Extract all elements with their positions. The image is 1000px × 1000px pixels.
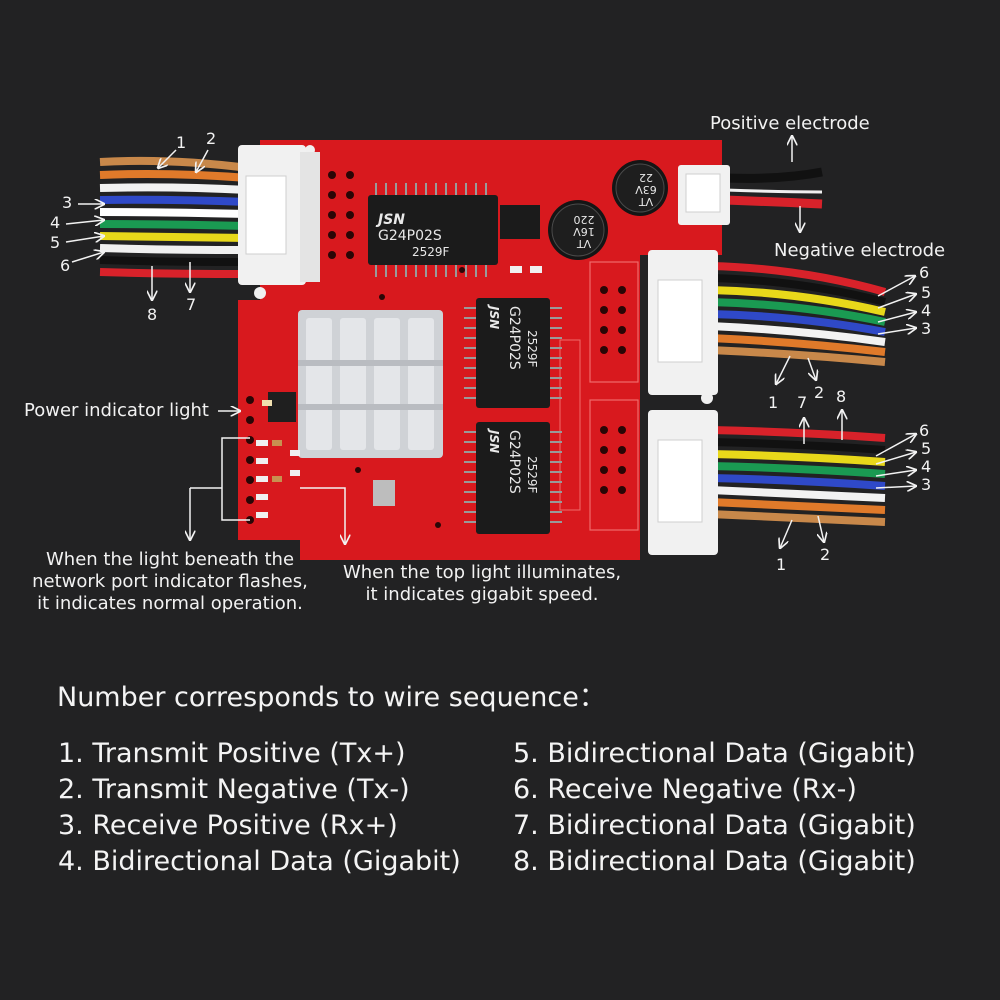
- small-components: [256, 205, 542, 518]
- board-illustration: JSN G24P02S 2529F JSN G24P02S 2529F JSN …: [65, 0, 1000, 560]
- wire-number: 4: [921, 457, 932, 476]
- heatsink: [298, 310, 443, 458]
- capacitor-small: [612, 160, 668, 216]
- legend-right-column: 5. Bidirectional Data (Gigabit) 6. Recei…: [513, 736, 916, 880]
- svg-text:22: 22: [639, 171, 653, 184]
- wire-number: 5: [50, 233, 61, 252]
- legend-item: 5. Bidirectional Data (Gigabit): [513, 738, 916, 769]
- wire-number: 3: [921, 319, 932, 338]
- chip-top: [368, 183, 498, 277]
- wire-number: 6: [919, 421, 930, 440]
- right-bottom-wire-bundle: [709, 426, 886, 526]
- chip-model: G24P02S: [378, 228, 442, 244]
- svg-text:16V: 16V: [573, 225, 595, 238]
- wire-number: 8: [147, 305, 158, 324]
- wire-number: 1: [768, 393, 779, 412]
- chip-brand: JSN: [487, 304, 501, 329]
- legend-item: 2. Transmit Negative (Tx-): [58, 774, 410, 805]
- left-wire-bundle: [99, 156, 249, 278]
- wire-number: 5: [921, 283, 932, 302]
- legend-item: 1. Transmit Positive (Tx+): [58, 738, 406, 769]
- legend-item: 7. Bidirectional Data (Gigabit): [513, 810, 916, 841]
- wire-number: 1: [176, 133, 187, 152]
- chip-middle: [464, 298, 562, 408]
- legend-left-column: 1. Transmit Positive (Tx+) 2. Transmit N…: [58, 736, 461, 880]
- annotation-arrows: [65, 136, 916, 548]
- wire-number: 3: [62, 193, 73, 212]
- chip-bottom-marking: JSN G24P02S 2529F: [487, 428, 539, 494]
- wire-number: 1: [776, 555, 787, 574]
- capacitor-large-marking: 220 16V VT: [573, 213, 595, 250]
- svg-text:63V: 63V: [635, 183, 657, 196]
- right-top-wire-bundle: [709, 262, 887, 366]
- wire-number: 8: [836, 387, 847, 406]
- power-indicator-label: Power indicator light: [24, 400, 209, 421]
- wire-number: 6: [60, 256, 71, 275]
- wire-number: 5: [921, 439, 932, 458]
- chip-code: 2529F: [525, 330, 539, 368]
- right-top-connector: [648, 250, 718, 395]
- legend-item: 4. Bidirectional Data (Gigabit): [58, 846, 461, 877]
- wire-number: 7: [797, 393, 808, 412]
- chip-model: G24P02S: [506, 306, 522, 370]
- chip-top-marking: JSN G24P02S 2529F: [375, 212, 450, 259]
- wire-number: 7: [186, 295, 197, 314]
- gigabit-light-note: When the top light illuminates, it indic…: [342, 562, 622, 605]
- right-bottom-connector: [648, 410, 718, 555]
- wire-number: 3: [921, 475, 932, 494]
- capacitor-large: [548, 200, 608, 260]
- legend-item: 6. Receive Negative (Rx-): [513, 774, 857, 805]
- chip-middle-marking: JSN G24P02S 2529F: [487, 304, 539, 370]
- legend-item: 3. Receive Positive (Rx+): [58, 810, 398, 841]
- legend-heading: Number corresponds to wire sequence：: [57, 682, 606, 713]
- wire-number: 2: [814, 383, 825, 402]
- wire-number: 6: [919, 263, 930, 282]
- svg-text:VT: VT: [639, 195, 654, 208]
- capacitor-small-marking: 22 63V VT: [635, 171, 657, 208]
- power-lead: [724, 167, 823, 209]
- negative-electrode-label: Negative electrode: [774, 240, 946, 261]
- svg-text:VT: VT: [577, 237, 592, 250]
- legend-item: 8. Bidirectional Data (Gigabit): [513, 846, 916, 877]
- wire-number: 2: [820, 545, 831, 564]
- chip-bottom: [464, 422, 562, 534]
- power-connector: [678, 165, 730, 225]
- chip-code: 2529F: [412, 245, 450, 259]
- network-port-light-note: When the light beneath the network port …: [32, 549, 308, 614]
- wire-number: 2: [206, 129, 217, 148]
- wire-number: 4: [50, 213, 61, 232]
- positive-electrode-label: Positive electrode: [710, 113, 870, 134]
- left-connector: [238, 145, 320, 285]
- svg-text:220: 220: [574, 213, 595, 226]
- wire-number: 4: [921, 301, 932, 320]
- chip-model: G24P02S: [506, 430, 522, 494]
- chip-brand: JSN: [375, 212, 405, 228]
- chip-brand: JSN: [487, 428, 501, 453]
- chip-code: 2529F: [525, 456, 539, 494]
